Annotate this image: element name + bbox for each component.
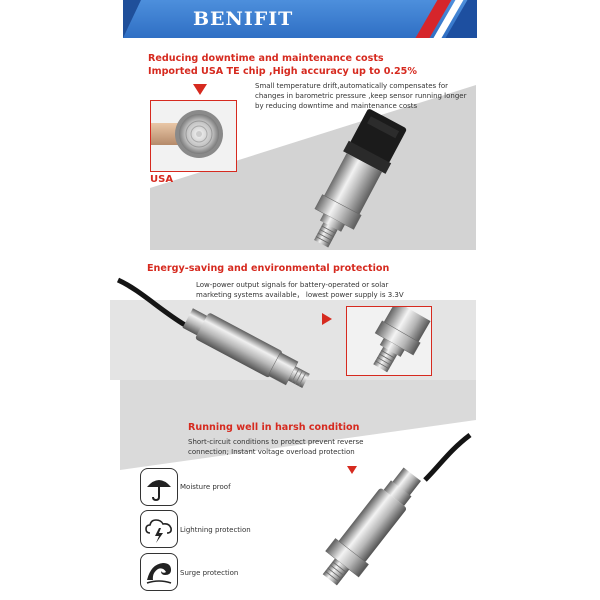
- section3-body-line2: connection; Instant voltage overload pro…: [188, 448, 355, 456]
- chip-diaphragm-illustration: [151, 110, 223, 158]
- umbrella-icon-box: [140, 468, 178, 506]
- section2-body-line2: marketing systems available， lowest powe…: [196, 291, 404, 299]
- section1-body-line1: Small temperature drift,automatically co…: [255, 82, 449, 90]
- umbrella-icon: [147, 480, 171, 502]
- surge-icon-box: [140, 553, 178, 591]
- feature-label-surge: Surge protection: [180, 569, 239, 577]
- cable-transmitter-image: [116, 277, 310, 388]
- fitting-illustration: [373, 307, 431, 373]
- harsh-condition-transmitter-image: [322, 433, 472, 586]
- section1-heading-line2: Imported USA TE chip ,High accuracy up t…: [148, 66, 417, 77]
- wave-icon: [146, 563, 172, 584]
- transmitter-with-connector-image: [314, 109, 407, 248]
- section2-body-line1: Low-power output signals for battery-ope…: [196, 281, 389, 289]
- lightning-cloud-icon: [145, 519, 172, 543]
- usa-badge: USA: [150, 174, 174, 185]
- section1-body-line2: changes in barometric pressure ,keep sen…: [255, 92, 467, 100]
- pointer-triangle-right: [322, 313, 332, 325]
- fitting-closeup-image: [346, 306, 432, 376]
- header-banner: BENIFIT: [123, 0, 477, 38]
- feature-label-lightning: Lightning protection: [180, 526, 251, 534]
- section2-heading: Energy-saving and environmental protecti…: [147, 263, 390, 274]
- section1-body-line3: by reducing downtime and maintenance cos…: [255, 102, 418, 110]
- header-fold: [123, 0, 141, 38]
- page-title: BENIFIT: [193, 8, 294, 30]
- pointer-triangle-down: [193, 84, 207, 95]
- section1-heading-line1: Reducing downtime and maintenance costs: [148, 53, 384, 64]
- feature-label-moisture: Moisture proof: [180, 483, 231, 491]
- section3-heading: Running well in harsh condition: [188, 422, 360, 433]
- chip-closeup-image: [150, 100, 237, 172]
- lightning-icon-box: [140, 510, 178, 548]
- pointer-triangle-down-small: [347, 466, 357, 474]
- section3-body-line1: Short-circuit conditions to protect prev…: [188, 438, 364, 446]
